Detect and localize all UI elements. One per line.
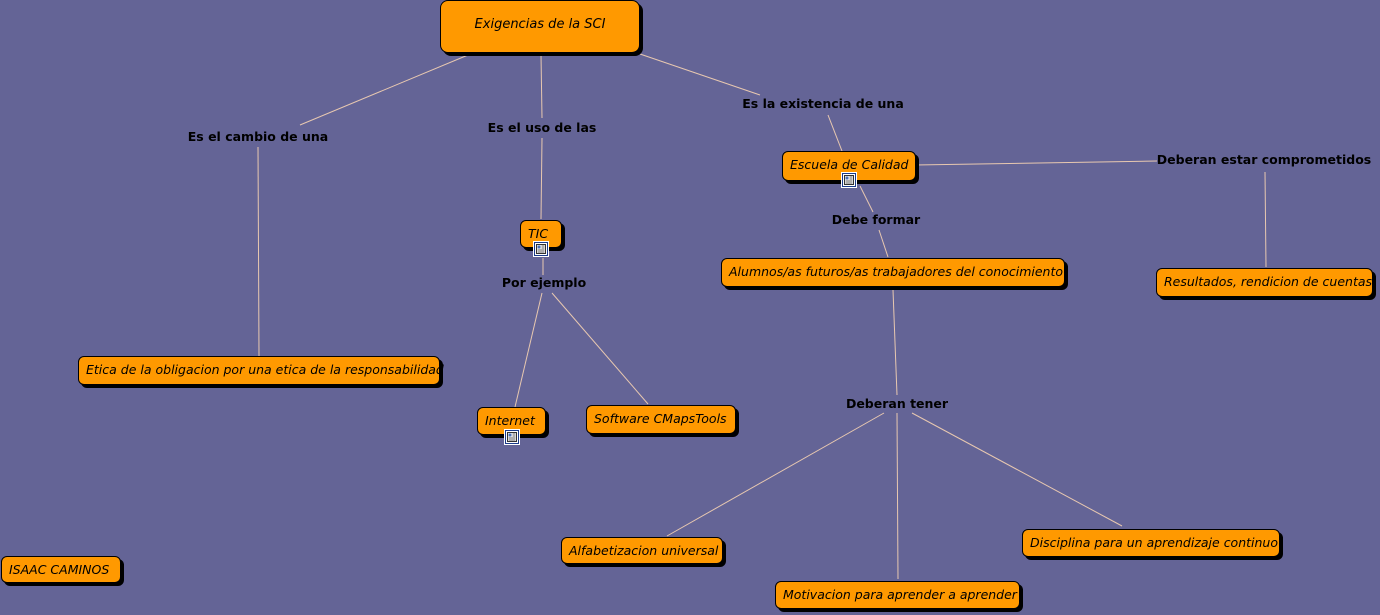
link-label-uso: Es el uso de las <box>487 120 597 135</box>
connector-existencia-escuela <box>827 114 843 152</box>
document-icon[interactable] <box>505 430 519 444</box>
connector-uso-tic <box>540 137 543 220</box>
concept-software[interactable]: Software CMapsTools <box>586 405 736 434</box>
link-label-tener: Deberan tener <box>845 396 949 411</box>
connector-ejemplo-software <box>551 292 649 405</box>
connector-alumnos-tener <box>892 289 898 396</box>
link-label-formar: Debe formar <box>831 212 921 227</box>
link-label-existencia: Es la existencia de una <box>742 96 904 111</box>
connector-formar-alumnos <box>878 229 889 258</box>
connector-tener-alfabetizacion <box>666 412 885 537</box>
link-label-cambio: Es el cambio de una <box>187 129 329 144</box>
connector-root-existencia <box>639 53 761 96</box>
link-label-comprometidos: Deberan estar comprometidos <box>1156 152 1372 167</box>
concept-internet[interactable]: Internet <box>477 407 546 435</box>
connector-escuela-formar <box>859 185 874 213</box>
concept-root[interactable]: Exigencias de la SCI <box>440 0 640 53</box>
link-label-ejemplo: Por ejemplo <box>501 275 587 290</box>
connector-comprometidos-resultados <box>1264 171 1267 268</box>
connector-cambio-etica <box>257 146 260 357</box>
connector-root-uso <box>540 54 543 119</box>
document-icon-glyph <box>844 175 854 185</box>
document-icon-glyph <box>507 432 517 442</box>
document-icon-glyph <box>536 244 546 254</box>
concept-alfabetizacion[interactable]: Alfabetizacion universal <box>561 537 723 564</box>
document-icon[interactable] <box>534 242 548 256</box>
connector-tener-motivacion <box>896 412 899 580</box>
concept-etica[interactable]: Etica de la obligacion por una etica de … <box>78 356 444 385</box>
connector-root-cambio <box>299 54 469 126</box>
concept-motivacion[interactable]: Motivacion para aprender a aprender <box>775 581 1020 609</box>
concept-disciplina[interactable]: Disciplina para un aprendizaje continuo <box>1022 529 1280 557</box>
connector-tener-disciplina <box>911 412 1123 527</box>
concept-author[interactable]: ISAAC CAMINOS <box>1 556 121 583</box>
connector-ejemplo-internet <box>514 292 543 408</box>
document-icon[interactable] <box>842 173 856 187</box>
connector-escuela-comprometidos <box>914 160 1158 166</box>
concept-resultados[interactable]: Resultados, rendicion de cuentas <box>1156 268 1373 297</box>
concept-alumnos[interactable]: Alumnos/as futuros/as trabajadores del c… <box>721 258 1065 287</box>
